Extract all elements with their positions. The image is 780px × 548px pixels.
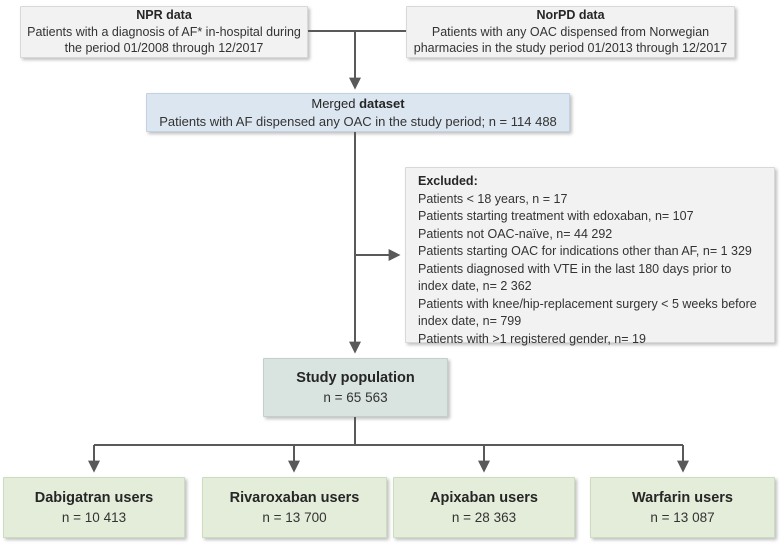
norpd-data-box: NorPD data Patients with any OAC dispens… bbox=[406, 6, 735, 58]
norpd-title: NorPD data bbox=[536, 8, 605, 23]
merged-dataset-box: Merged dataset Patients with AF dispense… bbox=[146, 93, 570, 132]
merged-title-bold: dataset bbox=[359, 95, 405, 111]
group-n: n = 13 087 bbox=[650, 509, 715, 525]
excluded-title: Excluded: bbox=[418, 174, 478, 188]
group-n: n = 13 700 bbox=[262, 509, 327, 525]
rivaroxaban-users-box: Rivaroxaban users n = 13 700 bbox=[202, 477, 387, 538]
group-title: Apixaban users bbox=[430, 490, 538, 507]
npr-body: Patients with a diagnosis of AF* in-hosp… bbox=[27, 24, 301, 56]
excluded-item: Patients starting treatment with edoxaba… bbox=[418, 209, 694, 223]
group-n: n = 10 413 bbox=[61, 509, 127, 525]
excluded-box: Excluded: Patients < 18 years, n = 17 Pa… bbox=[405, 167, 775, 346]
npr-data-box: NPR data Patients with a diagnosis of AF… bbox=[20, 6, 308, 58]
excluded-item: Patients < 18 years, n = 17 bbox=[418, 191, 568, 206]
excluded-item: Patients with knee/hip-replacement surge… bbox=[418, 296, 757, 329]
study-population-box: Study population n = 65 563 bbox=[263, 358, 448, 417]
group-n: n = 28 363 bbox=[451, 509, 517, 525]
study-population-n: n = 65 563 bbox=[323, 389, 388, 405]
excluded-item: Patients with >1 registered gender, n= 1… bbox=[418, 331, 646, 346]
group-title: Dabigatran users bbox=[34, 490, 154, 507]
norpd-body: Patients with any OAC dispensed from Nor… bbox=[413, 24, 728, 56]
npr-title: NPR data bbox=[136, 8, 192, 23]
study-population-title: Study population bbox=[296, 370, 415, 387]
excluded-item: Patients starting OAC for indications ot… bbox=[418, 244, 752, 258]
group-title: Warfarin users bbox=[632, 490, 733, 507]
group-title: Rivaroxaban users bbox=[229, 490, 360, 507]
apixaban-users-box: Apixaban users n = 28 363 bbox=[393, 477, 575, 538]
merged-title-normal: Merged bbox=[311, 95, 360, 111]
warfarin-users-box: Warfarin users n = 13 087 bbox=[590, 477, 775, 538]
excluded-item: Patients diagnosed with VTE in the last … bbox=[418, 261, 732, 294]
merged-body: Patients with AF dispensed any OAC in th… bbox=[159, 113, 557, 129]
excluded-item: Patients not OAC-naïve, n= 44 292 bbox=[418, 226, 613, 241]
merged-title: Merged dataset bbox=[311, 95, 404, 113]
dabigatran-users-box: Dabigatran users n = 10 413 bbox=[3, 477, 185, 538]
